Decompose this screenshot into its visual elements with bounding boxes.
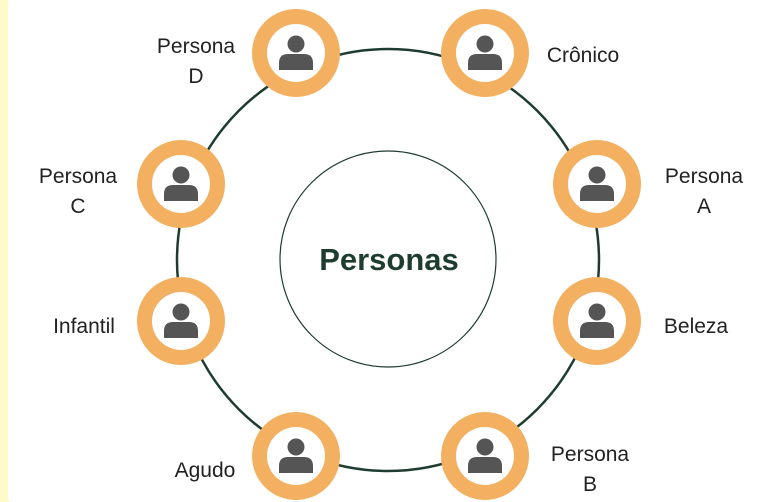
persona-node-persona-d	[252, 9, 340, 97]
persona-node-persona-c	[137, 140, 225, 228]
node-label-persona-a: Persona A	[664, 165, 744, 218]
persona-node-persona-a	[553, 140, 641, 228]
persona-node-agudo	[252, 412, 340, 500]
node-label-persona-d: Persona D	[156, 35, 236, 88]
person-icon	[164, 166, 198, 201]
persona-node-beleza	[553, 277, 641, 365]
node-inner-circle	[267, 24, 325, 82]
node-label-beleza: Beleza	[663, 315, 729, 338]
node-label-infantil: Infantil	[53, 315, 115, 338]
node-inner-circle	[152, 155, 210, 213]
person-icon	[580, 303, 614, 338]
inner-circle	[279, 150, 497, 368]
person-icon	[468, 35, 502, 70]
node-inner-circle	[267, 427, 325, 485]
person-icon	[580, 166, 614, 201]
person-icon	[468, 438, 502, 473]
person-icon	[279, 35, 313, 70]
node-inner-circle	[152, 292, 210, 350]
node-inner-circle	[568, 155, 626, 213]
node-label-persona-c: Persona C	[38, 165, 118, 218]
node-label-cronico: Crônico	[546, 44, 620, 67]
person-icon	[279, 438, 313, 473]
node-inner-circle	[568, 292, 626, 350]
person-icon	[164, 303, 198, 338]
node-label-persona-b: Persona B	[550, 443, 630, 496]
node-inner-circle	[456, 427, 514, 485]
persona-node-persona-b	[441, 412, 529, 500]
node-inner-circle	[456, 24, 514, 82]
nodes-layer	[137, 9, 641, 500]
center-title: Personas	[319, 242, 459, 277]
persona-node-cronico	[441, 9, 529, 97]
node-label-agudo: Agudo	[174, 459, 236, 482]
outer-ring	[175, 47, 601, 473]
persona-node-infantil	[137, 277, 225, 365]
